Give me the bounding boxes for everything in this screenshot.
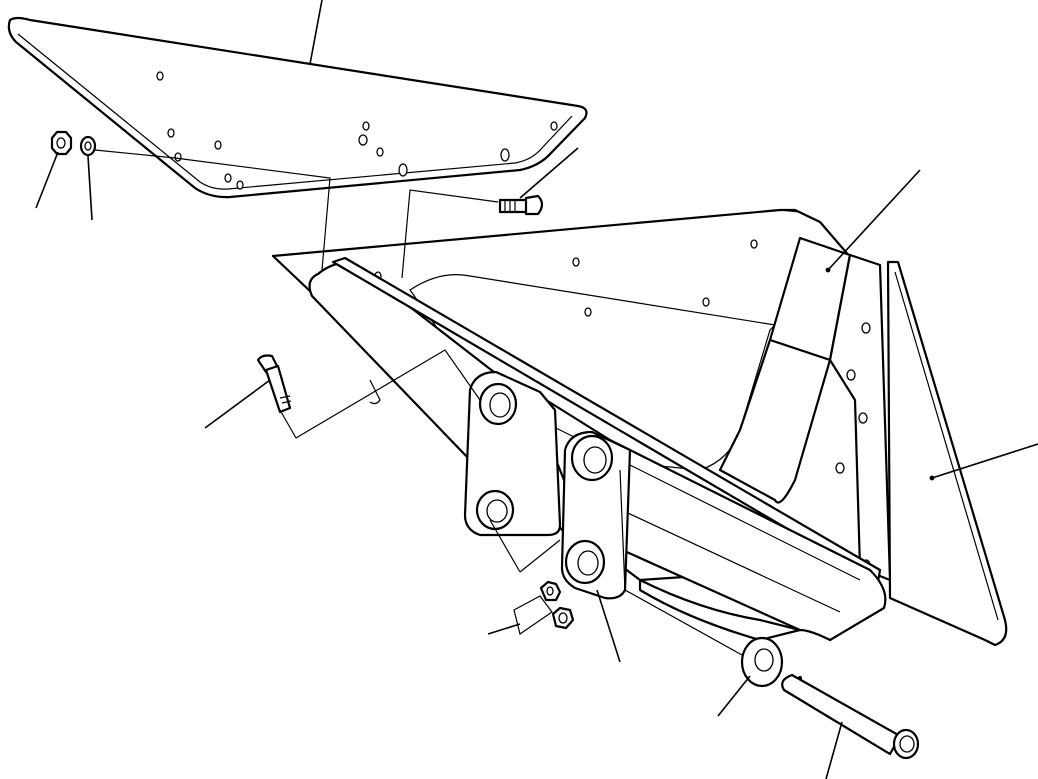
bolt-left (256, 354, 292, 414)
leader-nuts-lower (487, 623, 521, 635)
nut-lower-a (539, 580, 562, 602)
boom-arm (308, 256, 887, 642)
upper-cover-plate (7, 16, 588, 199)
leader-guard-plate (931, 443, 1038, 479)
leader-washer (87, 155, 93, 221)
leader-bolt-left (204, 379, 271, 429)
assembly-lines (94, 149, 743, 656)
leader-spacer (717, 675, 751, 717)
nut-lower-b (551, 606, 575, 630)
leader-cover-plate (309, 0, 323, 65)
washer-upper (79, 135, 97, 157)
leader-bolt-upper (519, 147, 579, 199)
pivot-pin (781, 673, 920, 760)
leader-nut (35, 151, 59, 209)
side-guard-plate (886, 260, 1008, 647)
spacer-ring (740, 636, 784, 688)
nut-upper (50, 130, 73, 156)
bolt-upper (498, 194, 544, 216)
leader-pin (825, 721, 843, 779)
leader-boom-arm (596, 589, 621, 663)
leader-post (827, 169, 921, 271)
leader-lines (35, 0, 1038, 779)
